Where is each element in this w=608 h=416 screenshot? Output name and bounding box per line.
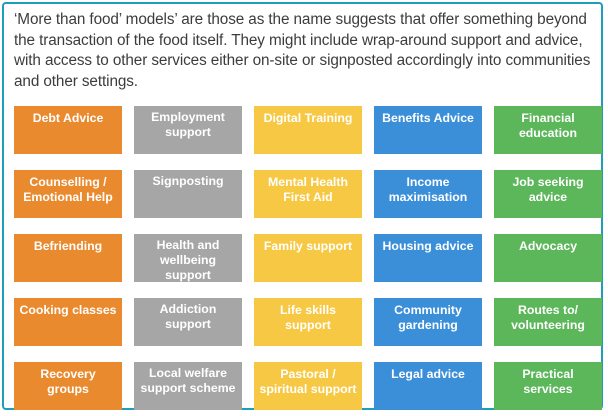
service-tile-digital-training: Digital Training — [254, 106, 362, 154]
intro-paragraph: ‘More than food’ models’ are those as th… — [14, 11, 591, 90]
service-tile-practical-services: Practical services — [494, 362, 602, 410]
service-tile-pastoral-spiritual-support: Pastoral / spiritual support — [254, 362, 362, 410]
service-tile-signposting: Signposting — [134, 170, 242, 218]
service-tile-mental-health-first-aid: Mental Health First Aid — [254, 170, 362, 218]
service-tile-job-seeking-advice: Job seeking advice — [494, 170, 602, 218]
service-tile-routes-to-volunteering: Routes to/ volunteering — [494, 298, 602, 346]
service-tile-counselling: Counselling / Emotional Help — [14, 170, 122, 218]
service-tile-community-gardening: Community gardening — [374, 298, 482, 346]
service-tile-befriending: Befriending — [14, 234, 122, 282]
service-tile-local-welfare-support-scheme: Local welfare support scheme — [134, 362, 242, 410]
service-tile-benefits-advice: Benefits Advice — [374, 106, 482, 154]
services-grid: Debt Advice Employment support Digital T… — [14, 106, 602, 410]
service-tile-legal-advice: Legal advice — [374, 362, 482, 410]
service-tile-advocacy: Advocacy — [494, 234, 602, 282]
service-tile-debt-advice: Debt Advice — [14, 106, 122, 154]
service-tile-financial-education: Financial education — [494, 106, 602, 154]
service-tile-housing-advice: Housing advice — [374, 234, 482, 282]
service-tile-health-wellbeing-support: Health and wellbeing support — [134, 234, 242, 282]
service-tile-life-skills-support: Life skills support — [254, 298, 362, 346]
service-tile-income-maximisation: Income maximisation — [374, 170, 482, 218]
service-tile-cooking-classes: Cooking classes — [14, 298, 122, 346]
service-tile-family-support: Family support — [254, 234, 362, 282]
service-tile-recovery-groups: Recovery groups — [14, 362, 122, 410]
service-tile-addiction-support: Addiction support — [134, 298, 242, 346]
infographic-frame: ‘More than food’ models’ are those as th… — [2, 2, 603, 410]
service-tile-employment-support: Employment support — [134, 106, 242, 154]
